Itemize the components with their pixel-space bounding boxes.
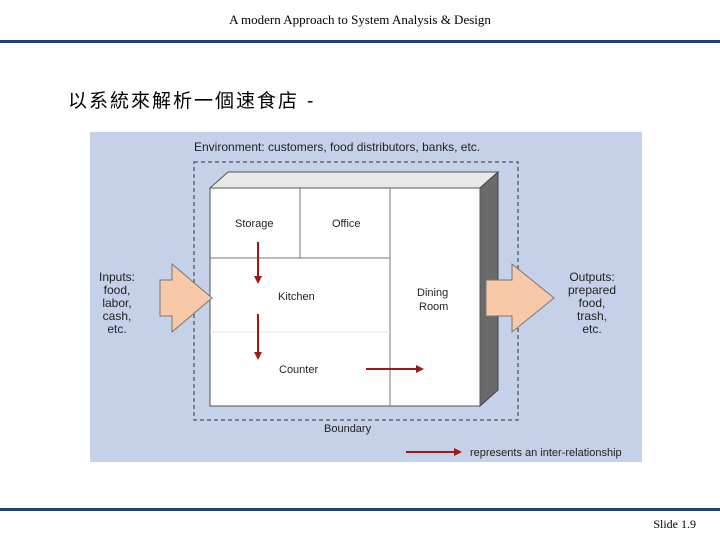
environment-label: Environment: customers, food distributor…	[194, 140, 480, 154]
system-boundary	[193, 161, 519, 421]
room-office-label: Office	[332, 218, 361, 230]
room-storage-label: Storage	[235, 218, 274, 230]
header-title: A modern Approach to System Analysis & D…	[229, 12, 491, 27]
legend-label: represents an inter-relationship	[470, 447, 622, 459]
outputs-label-3: trash,	[577, 309, 607, 323]
inputs-label-0: Inputs:	[99, 270, 135, 284]
inputs-label-3: cash,	[103, 309, 132, 323]
outputs-label-2: food,	[579, 296, 606, 310]
building-front	[209, 187, 481, 407]
slide-number: Slide 1.9	[653, 517, 696, 531]
outputs-label-1: prepared	[568, 283, 616, 297]
outputs-label-4: etc.	[582, 322, 601, 336]
header-rule	[0, 40, 720, 43]
room-dining-label-line1: Dining	[417, 287, 448, 299]
output-arrow	[485, 262, 555, 334]
boundary-label: Boundary	[324, 423, 372, 435]
room-kitchen-label: Kitchen	[278, 291, 315, 303]
input-arrow	[159, 262, 213, 334]
inputs-label-2: labor,	[102, 296, 131, 310]
system-diagram: Environment: customers, food distributor…	[90, 132, 642, 462]
slide-title: 以系統來解析一個速食店 -	[68, 90, 316, 112]
room-counter-label: Counter	[279, 364, 318, 376]
system-diagram-svg: Environment: customers, food distributor…	[99, 140, 622, 459]
inputs-label-4: etc.	[107, 322, 126, 336]
building-top-face	[208, 171, 500, 189]
room-dining-label-line2: Room	[419, 301, 448, 313]
footer-rule	[0, 508, 720, 511]
outputs-label-0: Outputs:	[569, 270, 614, 284]
inputs-label-1: food,	[104, 283, 131, 297]
